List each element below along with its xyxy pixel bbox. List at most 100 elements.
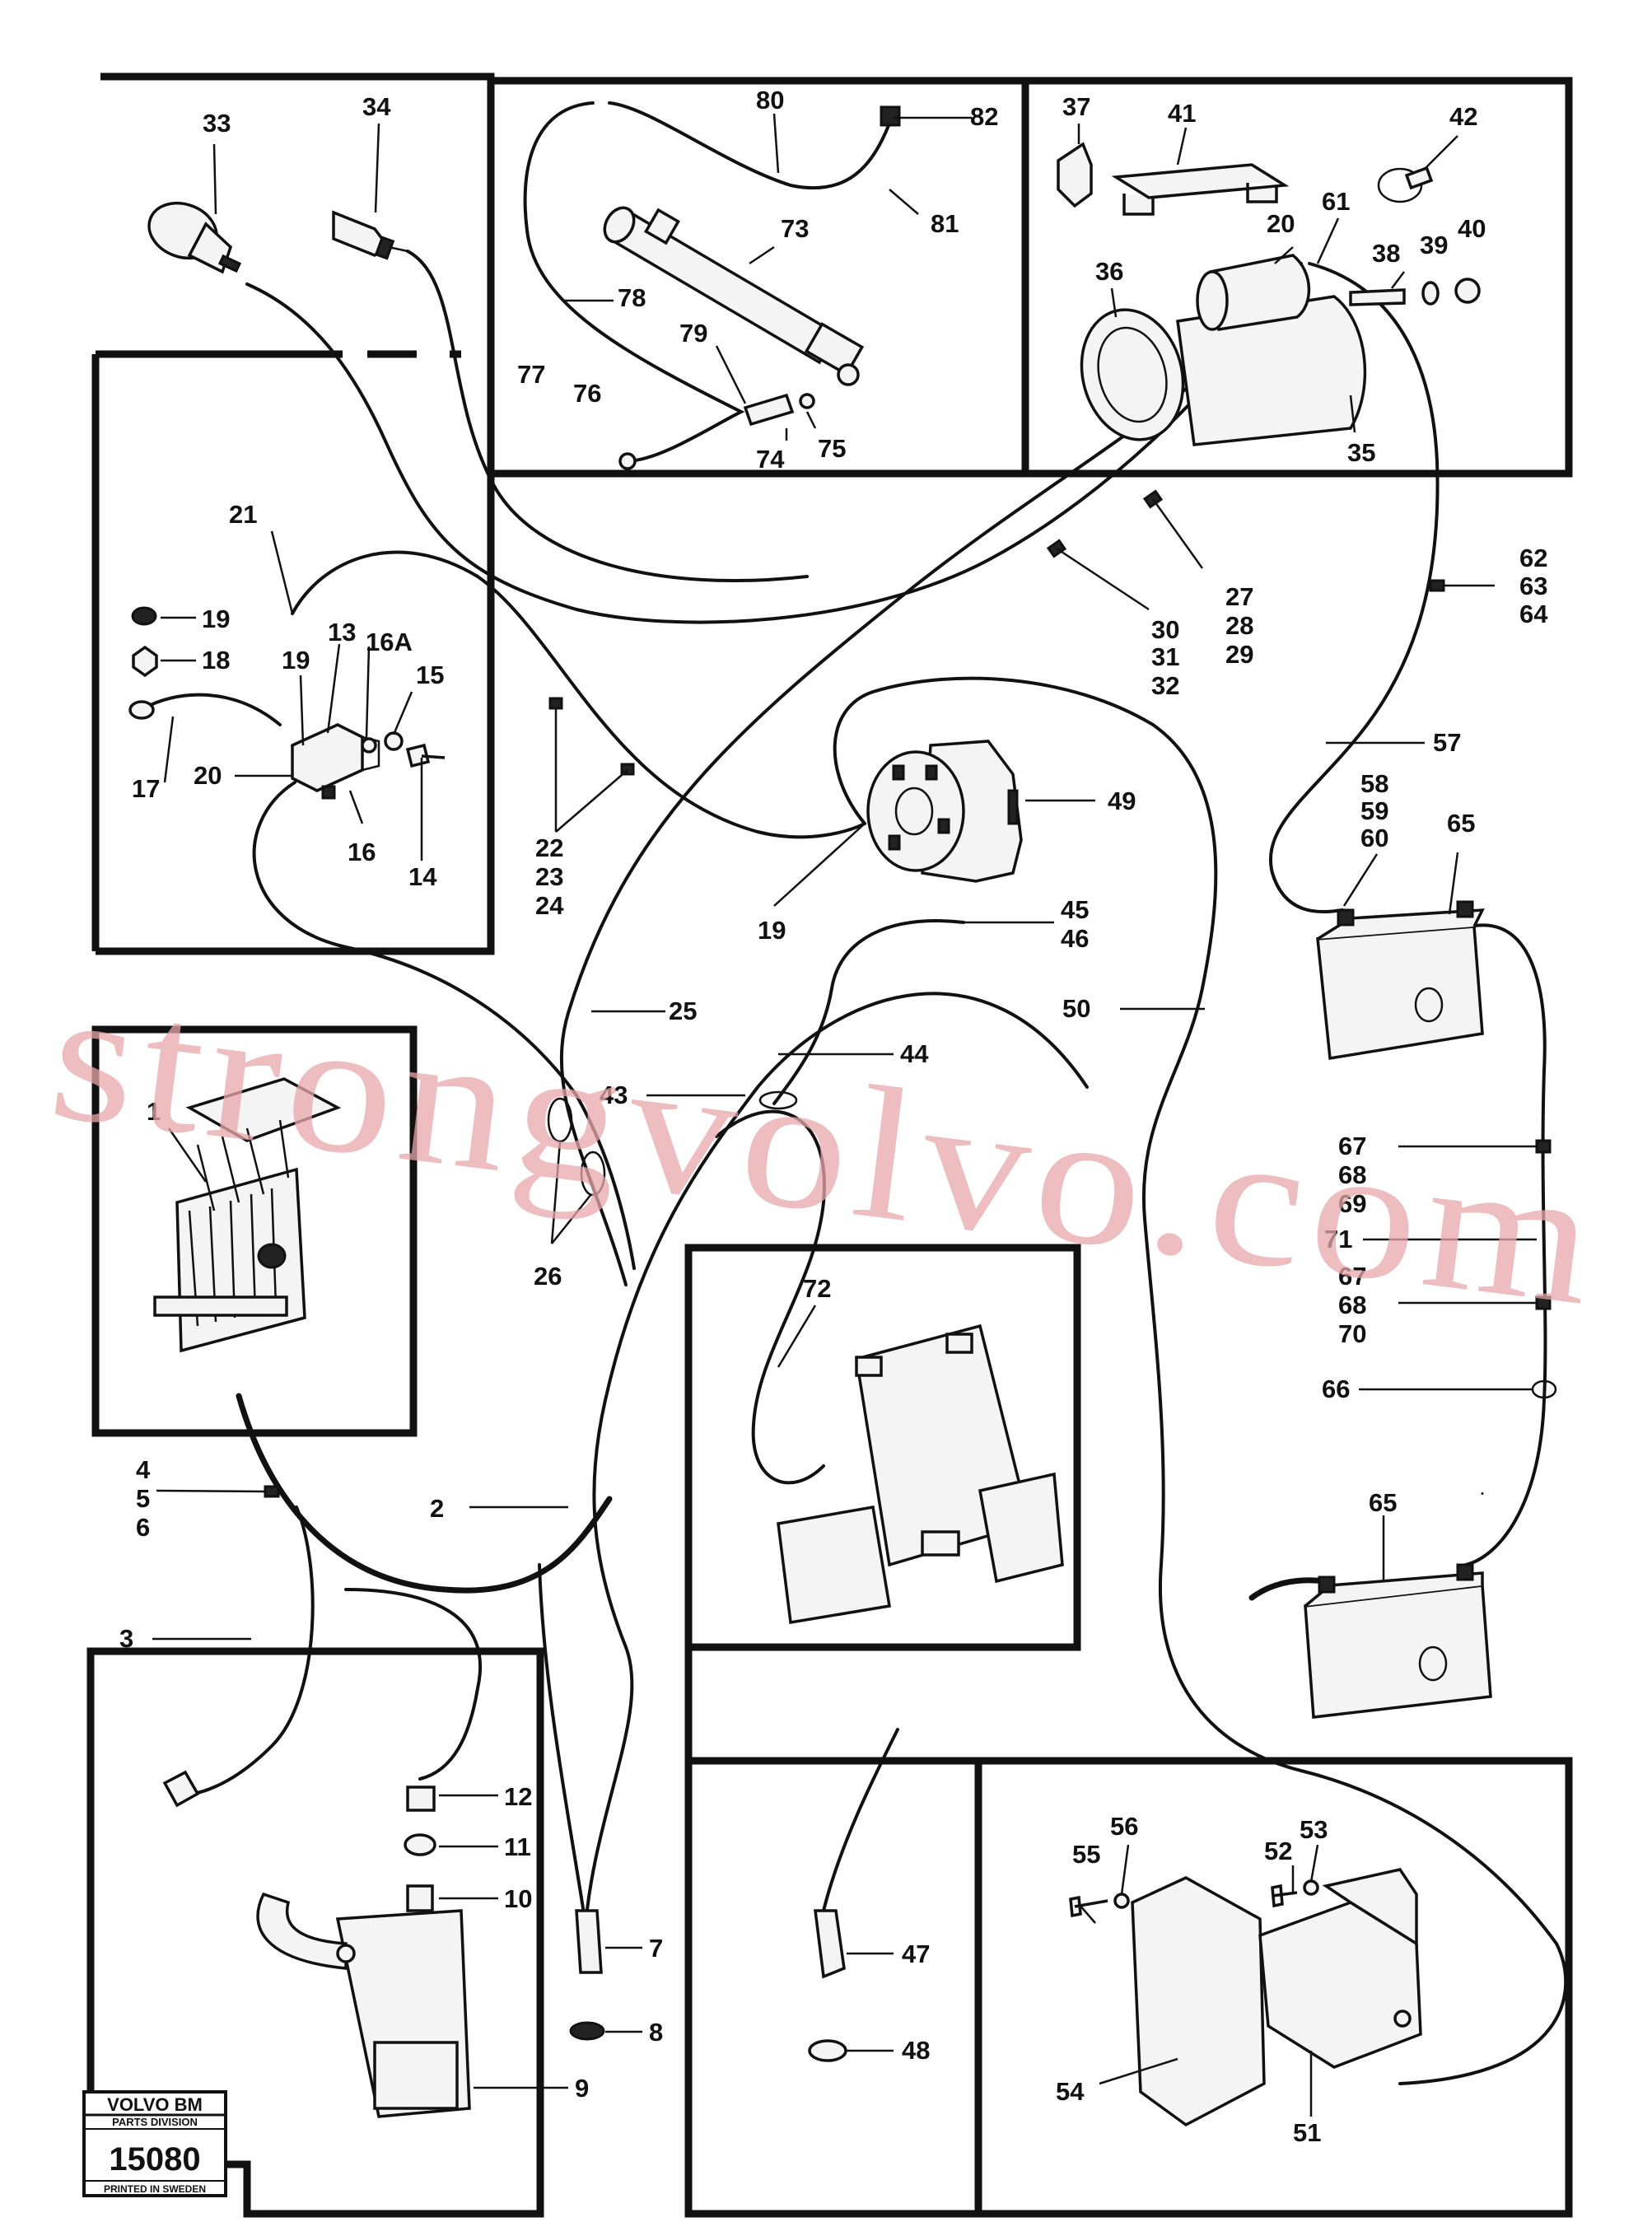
label-54: 54 bbox=[1056, 2077, 1085, 2106]
label-71: 71 bbox=[1324, 1225, 1352, 1253]
plate-41-icon bbox=[1111, 163, 1290, 216]
stamp-division: PARTS DIVISION bbox=[112, 2116, 198, 2128]
label-40: 40 bbox=[1458, 214, 1486, 243]
cylinder-73-icon bbox=[603, 206, 865, 386]
label-25: 25 bbox=[669, 997, 697, 1025]
alternator-49-icon bbox=[866, 740, 1023, 883]
label-31: 31 bbox=[1151, 642, 1179, 671]
label-63: 63 bbox=[1519, 572, 1547, 600]
clip-22 bbox=[548, 697, 563, 710]
clip-66 bbox=[1531, 1379, 1557, 1399]
wire-7 bbox=[538, 1563, 586, 1921]
instrument-panel-72-icon bbox=[777, 1323, 1064, 1625]
wire-45 bbox=[772, 919, 965, 1105]
label-20b: 20 bbox=[1267, 209, 1295, 238]
label-82: 82 bbox=[970, 102, 998, 131]
stamp-brand: VOLVO BM bbox=[107, 2094, 203, 2115]
washer-48-icon bbox=[808, 2039, 847, 2062]
label-51: 51 bbox=[1293, 2118, 1321, 2147]
label-15: 15 bbox=[416, 661, 444, 689]
washer-53-icon bbox=[1303, 1879, 1319, 1896]
label-45: 45 bbox=[1061, 895, 1089, 924]
label-20a: 20 bbox=[194, 761, 222, 790]
label-48: 48 bbox=[902, 2036, 930, 2065]
wire-43 bbox=[583, 992, 1089, 1937]
label-6: 6 bbox=[136, 1513, 150, 1542]
connector-82-icon bbox=[880, 105, 901, 127]
label-8: 8 bbox=[649, 2018, 663, 2047]
label-73: 73 bbox=[781, 214, 809, 243]
label-42: 42 bbox=[1449, 102, 1477, 131]
cover-54-icon bbox=[1131, 1876, 1266, 2127]
label-37: 37 bbox=[1062, 92, 1090, 121]
relay-13-icon bbox=[291, 723, 380, 800]
components bbox=[128, 105, 1492, 2127]
label-21: 21 bbox=[229, 500, 257, 529]
label-22: 22 bbox=[535, 833, 563, 862]
panel-frames bbox=[86, 72, 1573, 2218]
clip-44 bbox=[758, 1090, 798, 1110]
washer-56-icon bbox=[1113, 1893, 1130, 1909]
label-70: 70 bbox=[1338, 1319, 1366, 1348]
pressure-switch-icon bbox=[147, 201, 242, 274]
frame-instrument bbox=[684, 1244, 1081, 1651]
label-77: 77 bbox=[517, 360, 545, 389]
label-16a: 16A bbox=[366, 628, 413, 656]
label-2: 2 bbox=[430, 1494, 444, 1523]
label-81: 81 bbox=[931, 209, 959, 238]
wire-12 bbox=[344, 1588, 483, 1781]
label-58: 58 bbox=[1360, 769, 1388, 798]
sensor-7-icon bbox=[575, 1909, 603, 1974]
label-67a: 67 bbox=[1338, 1132, 1366, 1160]
label-59: 59 bbox=[1360, 796, 1388, 825]
screw-14-icon bbox=[405, 743, 446, 768]
label-19a: 19 bbox=[202, 605, 230, 633]
label-29: 29 bbox=[1225, 640, 1253, 669]
sender-74-icon bbox=[743, 393, 815, 427]
label-4: 4 bbox=[136, 1455, 151, 1484]
sender-12-icon bbox=[406, 1786, 436, 1812]
label-13: 13 bbox=[328, 618, 356, 647]
washer-8-icon bbox=[569, 2021, 605, 2041]
label-43: 43 bbox=[600, 1081, 628, 1109]
label-28: 28 bbox=[1225, 611, 1253, 640]
label-19c: 19 bbox=[758, 916, 786, 945]
label-74: 74 bbox=[756, 445, 785, 474]
frame-top-right bbox=[1025, 77, 1573, 478]
nut-40-icon bbox=[1454, 278, 1481, 304]
label-64: 64 bbox=[1519, 600, 1548, 628]
wire-3 bbox=[175, 1505, 315, 1797]
label-46: 46 bbox=[1061, 924, 1089, 953]
wire-33 bbox=[245, 262, 1303, 624]
label-11: 11 bbox=[504, 1832, 531, 1861]
wire-34 bbox=[406, 250, 809, 582]
label-39: 39 bbox=[1420, 231, 1448, 259]
label-16: 16 bbox=[348, 838, 376, 866]
label-79: 79 bbox=[679, 319, 707, 348]
label-41: 41 bbox=[1168, 99, 1196, 128]
label-49: 49 bbox=[1108, 787, 1136, 815]
wire-2 bbox=[236, 1393, 613, 1594]
wire-57 bbox=[1269, 262, 1440, 914]
nut-18-icon bbox=[132, 645, 158, 678]
label-78: 78 bbox=[618, 283, 646, 312]
label-47: 47 bbox=[902, 1940, 930, 1968]
label-68b: 68 bbox=[1338, 1291, 1366, 1319]
wire-65-lead bbox=[1248, 1577, 1329, 1601]
wire-79-78 bbox=[523, 101, 745, 463]
label-12: 12 bbox=[504, 1782, 532, 1811]
label-72: 72 bbox=[803, 1274, 831, 1303]
label-26: 26 bbox=[534, 1262, 562, 1291]
label-53: 53 bbox=[1300, 1815, 1328, 1844]
label-65a: 65 bbox=[1447, 809, 1475, 838]
label-76: 76 bbox=[573, 379, 601, 408]
relay-box-51-icon bbox=[1258, 1868, 1422, 2069]
label-23: 23 bbox=[535, 862, 563, 891]
parts-stamp: VOLVO BM PARTS DIVISION 15080 PRINTED IN… bbox=[82, 2090, 227, 2197]
hose-clamp-42-icon bbox=[1377, 166, 1434, 203]
label-7: 7 bbox=[649, 1934, 663, 1963]
terminal-17-icon bbox=[128, 700, 155, 720]
wire-21 bbox=[291, 550, 866, 839]
label-1: 1 bbox=[147, 1097, 161, 1126]
